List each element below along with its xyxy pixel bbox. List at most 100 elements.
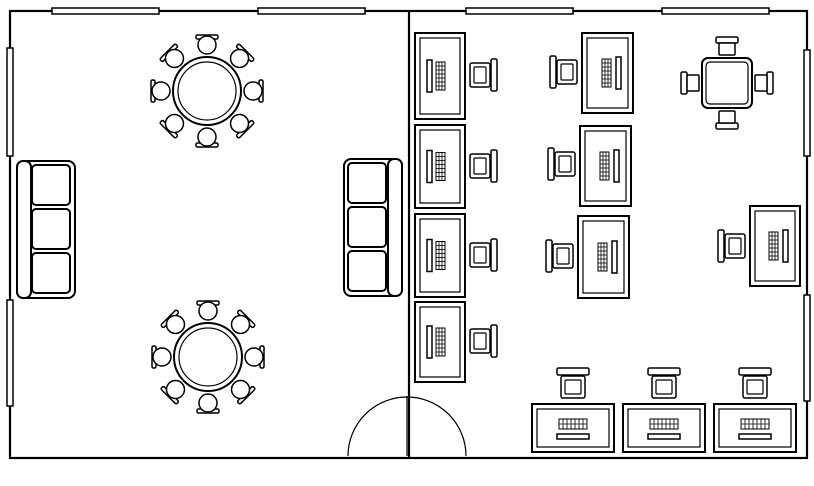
round-table-set <box>151 300 265 414</box>
desk <box>622 403 706 453</box>
round-table-chair <box>195 127 219 148</box>
keyboard <box>601 58 612 88</box>
round-table-top <box>173 322 243 392</box>
office-chair <box>556 367 590 399</box>
monitor <box>615 56 622 90</box>
office-chair <box>469 324 498 358</box>
office-chair <box>547 147 576 181</box>
office-chair <box>469 149 498 183</box>
walls <box>8 9 809 460</box>
round-table-chair <box>230 309 256 335</box>
office-chair <box>545 239 574 273</box>
window <box>257 7 366 15</box>
window <box>661 7 770 15</box>
desk-inset <box>627 408 701 448</box>
workstation <box>547 125 632 207</box>
workstation <box>549 32 634 114</box>
round-table-chair <box>196 300 220 321</box>
office-chair <box>469 238 498 272</box>
round-table-chair <box>244 345 265 369</box>
sofa-cushion <box>31 208 71 250</box>
square-table-set <box>680 36 774 130</box>
sofa-back <box>16 160 32 299</box>
square-table-chair <box>754 71 774 95</box>
desk-inset <box>419 37 461 115</box>
round-table-chair <box>160 309 186 335</box>
round-tables <box>150 34 265 414</box>
workstation <box>545 215 630 299</box>
sofa-cushion <box>347 206 387 248</box>
round-table-rim <box>178 327 238 387</box>
office-chair <box>717 229 746 263</box>
round-table-chair <box>160 379 186 405</box>
window <box>51 7 160 15</box>
workstation <box>414 32 498 120</box>
workstation <box>622 367 706 453</box>
desk-inset <box>754 210 796 282</box>
round-table-chair <box>230 379 256 405</box>
office-chair <box>738 367 772 399</box>
round-table-chair <box>159 43 185 69</box>
workstations <box>414 32 801 453</box>
door <box>347 396 467 457</box>
round-table-chair <box>150 79 171 103</box>
keyboard <box>435 241 446 270</box>
monitor <box>613 149 620 183</box>
round-table-chair <box>159 113 185 139</box>
keyboard <box>597 242 608 272</box>
keyboard <box>435 61 446 91</box>
sofa-right <box>343 158 403 297</box>
sofa-back <box>387 158 403 297</box>
round-table-top <box>172 56 242 126</box>
monitor <box>738 433 772 440</box>
workstation <box>717 205 801 287</box>
round-table-chair <box>151 345 172 369</box>
square-table-top <box>701 57 753 109</box>
keyboard <box>435 327 446 357</box>
sofa-left <box>16 160 76 299</box>
round-table-chair <box>195 34 219 55</box>
monitor <box>426 149 433 184</box>
sofa-cushion <box>31 252 71 294</box>
office-chair <box>549 55 578 89</box>
square-table-chair <box>680 71 700 95</box>
office-chair <box>647 367 681 399</box>
workstation <box>414 213 498 298</box>
desk-inset <box>586 37 629 109</box>
desk-inset <box>584 130 627 202</box>
monitor <box>556 433 590 440</box>
workstation <box>713 367 797 453</box>
round-table-chair <box>196 393 220 414</box>
monitor <box>611 240 618 274</box>
workstation <box>414 301 498 383</box>
monitor <box>426 238 433 273</box>
window <box>6 47 14 157</box>
round-table-rim <box>177 61 237 121</box>
desk <box>581 32 634 114</box>
keyboard <box>435 152 446 181</box>
square-table-chair <box>715 36 739 56</box>
desk-inset <box>718 408 792 448</box>
round-table-chair <box>229 113 255 139</box>
desk <box>749 205 801 287</box>
desk-inset <box>419 218 461 293</box>
sofa-cushion <box>347 162 387 204</box>
square-table-chair <box>715 110 739 130</box>
monitor <box>782 229 789 263</box>
round-table-chair <box>229 43 255 69</box>
round-table-set <box>150 34 264 148</box>
monitor <box>426 59 433 93</box>
desk-inset <box>419 306 461 378</box>
window <box>465 7 574 15</box>
monitor <box>647 433 681 440</box>
desk-inset <box>536 408 610 448</box>
office-chair <box>469 58 498 92</box>
round-table-chair <box>243 79 264 103</box>
window <box>6 299 14 407</box>
keyboard <box>599 151 610 181</box>
windows <box>6 7 811 407</box>
square-table-inset <box>705 61 749 105</box>
desk-inset <box>419 129 461 204</box>
workstation <box>414 124 498 209</box>
